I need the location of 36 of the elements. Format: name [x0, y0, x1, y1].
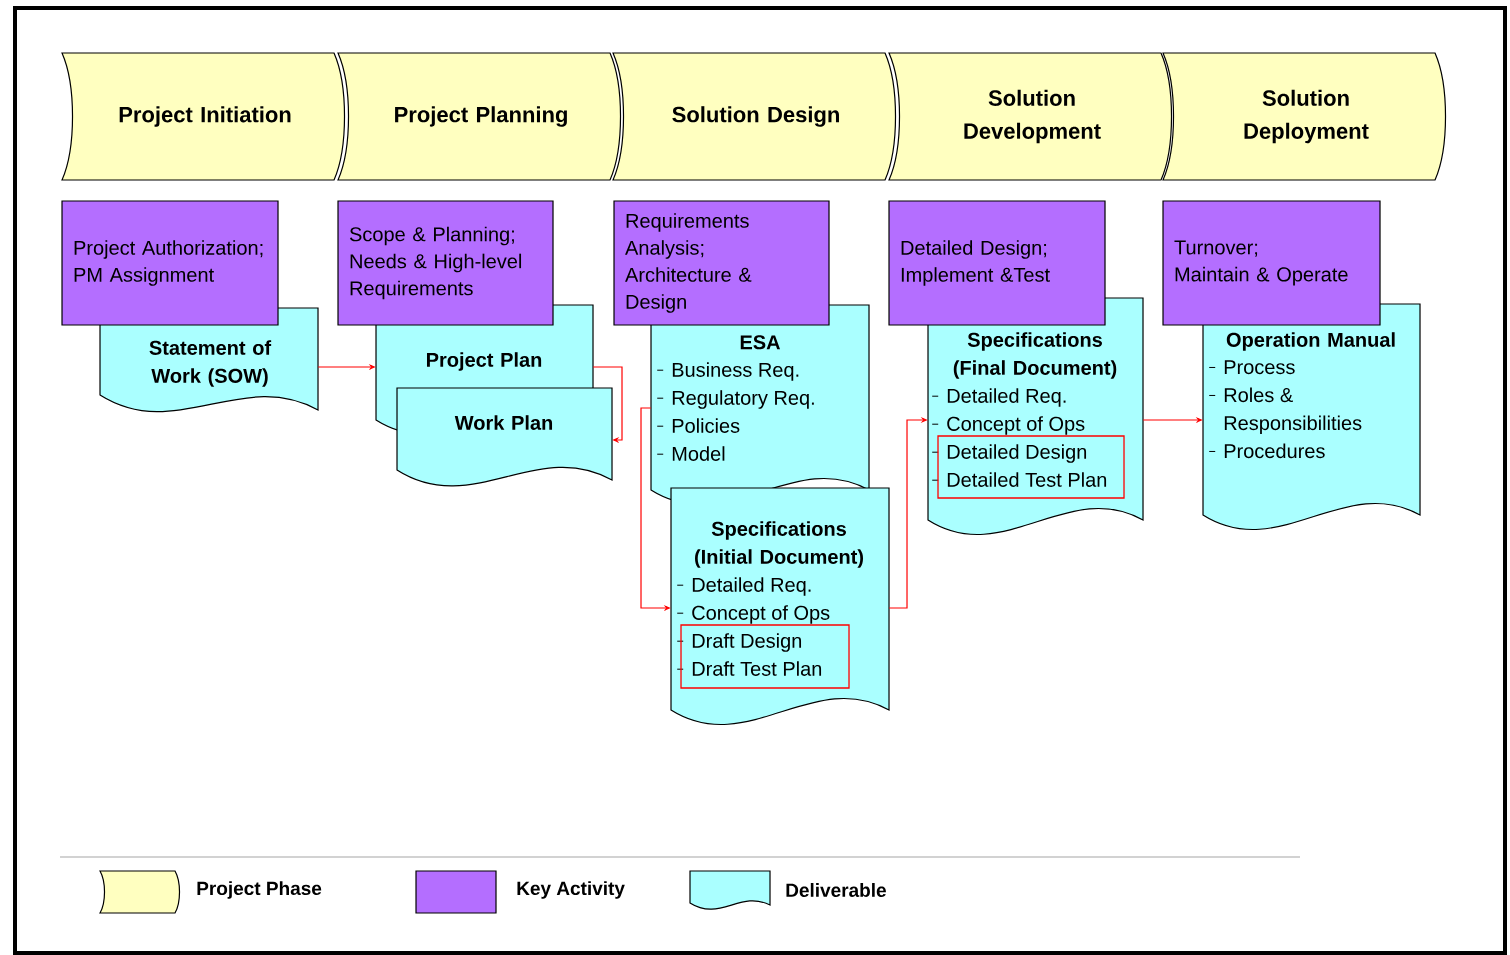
document-title: Project Plan [427, 352, 542, 371]
bullet-item: Draft Design [676, 633, 802, 652]
document-title: Specifications (Final Document) [953, 332, 1117, 379]
phase-band: Solution Deployment [1162, 52, 1447, 181]
legend-label: Project Phase [197, 881, 322, 899]
bullet-item: Business Req. [656, 362, 799, 381]
bullet-item: Detailed Req. [676, 577, 811, 596]
activity-box: Detailed Design; Implement &Test [888, 200, 1106, 326]
document-title: Operation Manual [1226, 332, 1395, 351]
bullet-item: Draft Test Plan [676, 661, 822, 676]
bullet-item: Concept of Ops [676, 605, 830, 624]
bullet-item: Process [1208, 360, 1295, 375]
document-title: Statement of Work (SOW) [149, 340, 272, 387]
bullet-item: Regulatory Req. [656, 390, 814, 409]
activity-box: Requirements Analysis; Architecture & Design [613, 200, 830, 326]
document-title: Work Plan [454, 415, 553, 430]
bullet-item: Roles & Responsibilities [1208, 387, 1362, 435]
activity-box: Turnover; Maintain & Operate [1162, 200, 1381, 326]
bullet-item: Detailed Req. [931, 388, 1066, 407]
bullet-item: Detailed Test Plan [931, 472, 1107, 487]
document-title: Specifications (Initial Document) [695, 521, 863, 568]
bullet-item: Concept of Ops [931, 416, 1085, 435]
document-title: ESA [740, 335, 781, 350]
bullet-item: Model [656, 446, 725, 461]
phase-band: Project Planning [337, 52, 622, 181]
phase-band: Project Initiation [61, 52, 346, 181]
legend-label: Deliverable [786, 883, 886, 897]
arrow [592, 366, 623, 444]
activity-box: Project Authorization; PM Assignment [61, 200, 279, 326]
phase-band: Solution Development [888, 52, 1173, 181]
phase-band: Solution Design [612, 52, 897, 181]
legend-label: Key Activity [517, 881, 625, 899]
bullet-item: Policies [656, 418, 740, 433]
activity-box: Scope & Planning; Needs & High-level Requirements [337, 200, 554, 326]
bullet-item: Detailed Design [931, 444, 1087, 463]
bullet-item: Procedures [1208, 443, 1325, 459]
